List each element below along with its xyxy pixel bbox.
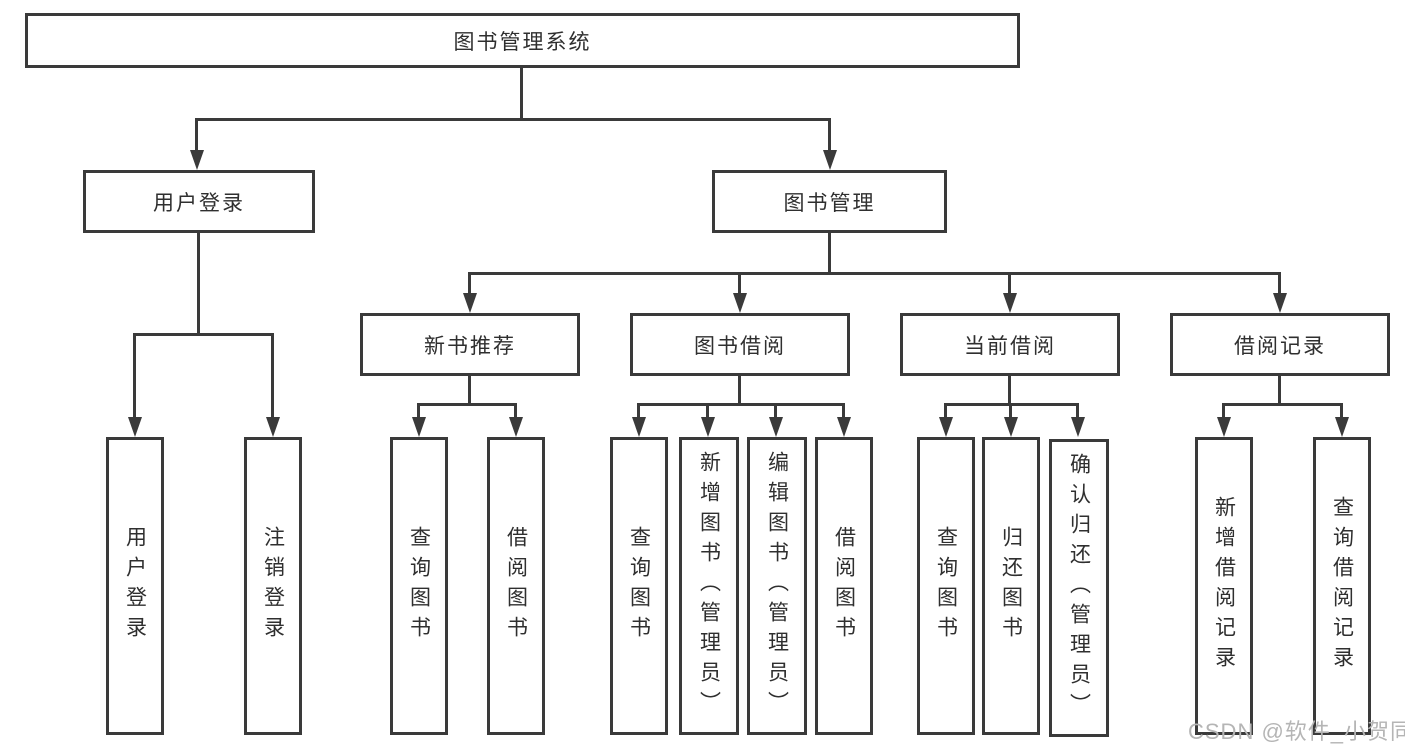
arrow-down-icon: [412, 417, 426, 437]
connector-line: [637, 403, 640, 419]
arrow-down-icon: [509, 417, 523, 437]
node-book-borrowing: 图书借阅: [630, 313, 850, 376]
leaf-borrow-books: 借阅图书: [815, 437, 873, 735]
leaf-logout: 注销登录: [244, 437, 302, 735]
connector-line: [1278, 376, 1281, 406]
arrow-down-icon: [1003, 293, 1017, 313]
connector-line: [738, 272, 741, 295]
connector-line: [271, 333, 274, 419]
arrow-down-icon: [632, 417, 646, 437]
arrow-down-icon: [266, 417, 280, 437]
connector-line: [1008, 376, 1011, 406]
connector-line: [195, 118, 198, 152]
arrow-down-icon: [1217, 417, 1231, 437]
connector-line: [1222, 403, 1343, 406]
leaf-return-books: 归还图书: [982, 437, 1040, 735]
connector-line: [417, 403, 420, 419]
connector-line: [842, 403, 845, 419]
connector-line: [195, 118, 831, 121]
node-user-login: 用户登录: [83, 170, 315, 233]
connector-line: [637, 403, 845, 406]
arrow-down-icon: [1335, 417, 1349, 437]
arrow-down-icon: [1273, 293, 1287, 313]
node-book-management: 图书管理: [712, 170, 947, 233]
connector-line: [828, 233, 831, 275]
node-borrowing-records: 借阅记录: [1170, 313, 1390, 376]
connector-line: [738, 376, 741, 406]
leaf-user-login: 用户登录: [106, 437, 164, 735]
connector-line: [1222, 403, 1225, 419]
arrow-down-icon: [190, 150, 204, 170]
connector-line: [1009, 403, 1012, 419]
connector-line: [774, 403, 777, 419]
leaf-query-books: 查询图书: [917, 437, 975, 735]
connector-line: [520, 68, 523, 120]
connector-line: [468, 272, 471, 295]
connector-line: [514, 403, 517, 419]
connector-line: [944, 403, 947, 419]
connector-line: [706, 403, 709, 419]
leaf-edit-books-admin: 编辑图书（管理员）: [747, 437, 807, 735]
arrow-down-icon: [1004, 417, 1018, 437]
arrow-down-icon: [823, 150, 837, 170]
node-current-borrowing: 当前借阅: [900, 313, 1120, 376]
leaf-query-borrow-record: 查询借阅记录: [1313, 437, 1371, 735]
connector-line: [1340, 403, 1343, 419]
leaf-query-books: 查询图书: [610, 437, 668, 735]
arrow-down-icon: [837, 417, 851, 437]
leaf-add-borrow-record: 新增借阅记录: [1195, 437, 1253, 735]
node-library-management-system: 图书管理系统: [25, 13, 1020, 68]
leaf-add-books-admin: 新增图书（管理员）: [679, 437, 739, 735]
connector-line: [133, 333, 136, 419]
arrow-down-icon: [769, 417, 783, 437]
arrow-down-icon: [701, 417, 715, 437]
leaf-confirm-return-admin: 确认归还（管理员）: [1049, 439, 1109, 737]
connector-line: [1008, 272, 1011, 295]
leaf-query-books: 查询图书: [390, 437, 448, 735]
connector-line: [468, 272, 1281, 275]
connector-line: [828, 118, 831, 152]
arrow-down-icon: [939, 417, 953, 437]
connector-line: [468, 376, 471, 406]
leaf-borrow-books: 借阅图书: [487, 437, 545, 735]
arrow-down-icon: [733, 293, 747, 313]
arrow-down-icon: [128, 417, 142, 437]
connector-line: [133, 333, 274, 336]
connector-line: [1278, 272, 1281, 295]
arrow-down-icon: [463, 293, 477, 313]
arrow-down-icon: [1071, 417, 1085, 437]
watermark-text: CSDN @软件_小贺同学: [1188, 719, 1405, 744]
connector-line: [197, 233, 200, 336]
node-new-book-recommend: 新书推荐: [360, 313, 580, 376]
connector-line: [417, 403, 517, 406]
connector-line: [1076, 403, 1079, 419]
